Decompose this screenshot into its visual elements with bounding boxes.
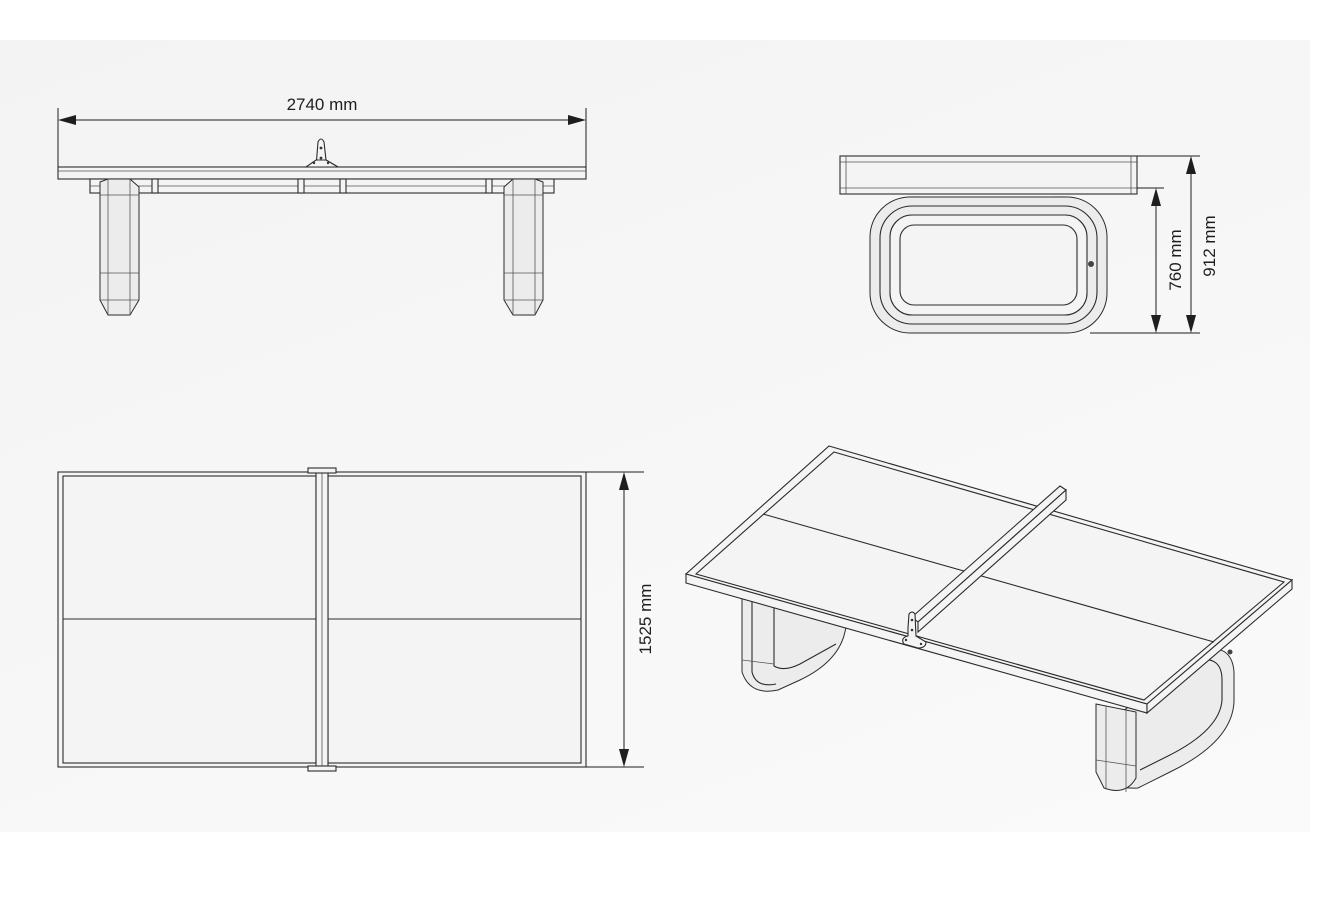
width-label: 1525 mm <box>636 584 655 655</box>
total-height-label: 912 mm <box>1200 215 1219 276</box>
front-view: 2740 mm <box>57 95 587 316</box>
length-dimension: 2740 mm <box>57 95 587 176</box>
front-left-leg <box>99 178 140 316</box>
width-dimension: 1525 mm <box>586 471 655 768</box>
top-view: 1525 mm <box>57 467 655 772</box>
iso-net <box>902 485 1067 649</box>
table-height-label: 760 mm <box>1166 229 1185 290</box>
side-view: 760 mm 912 mm <box>839 155 1219 334</box>
iso-right-leg <box>1095 703 1137 792</box>
total-height-dimension: 912 mm <box>1137 155 1219 333</box>
table-height-dimension: 760 mm <box>1090 187 1200 334</box>
length-label: 2740 mm <box>287 95 358 114</box>
front-right-leg <box>503 178 544 316</box>
isometric-view <box>684 445 1294 792</box>
